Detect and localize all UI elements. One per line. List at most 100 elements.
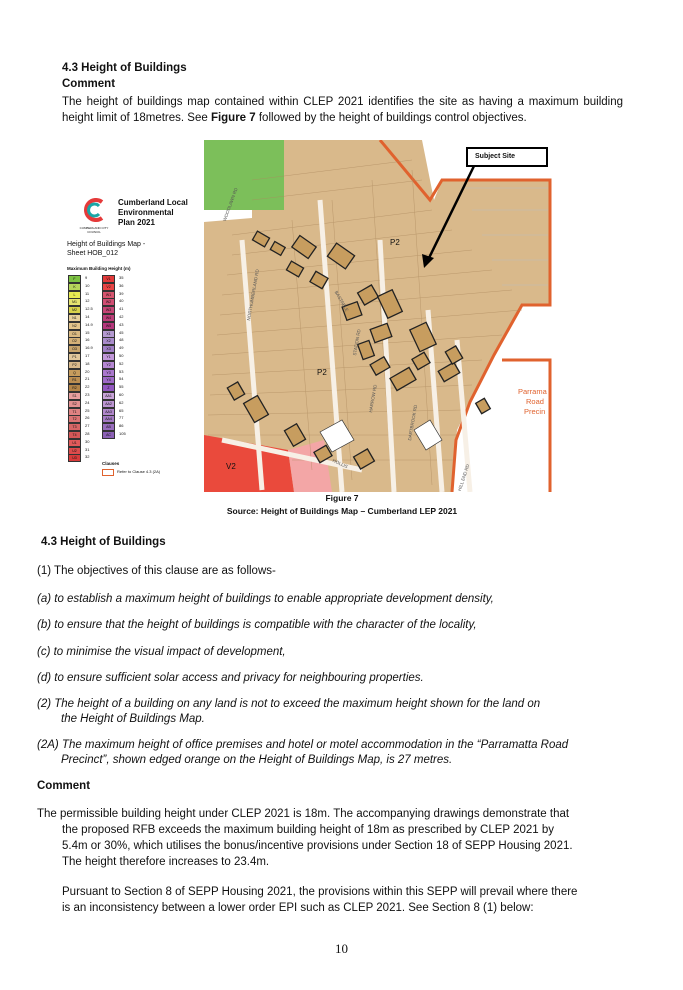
clause-swatch xyxy=(102,469,114,476)
objectives-intro: (1) The objectives of this clause are as… xyxy=(37,565,276,577)
comment-heading: Comment xyxy=(62,78,116,90)
legend-swatch: T3 xyxy=(68,423,81,432)
legend-value: 55 xyxy=(119,384,124,390)
intro-paragraph: The height of buildings map contained wi… xyxy=(62,94,623,126)
intro-text-end: followed by the height of buildings cont… xyxy=(255,112,527,124)
legend-value: 26 xyxy=(85,415,90,421)
legend-swatch: AA2 xyxy=(102,399,115,408)
council-logo xyxy=(82,198,106,226)
clause-2: (2) The height of a building on any land… xyxy=(37,698,541,725)
section-heading: 4.3 Height of Buildings xyxy=(62,62,187,74)
legend-swatch: W1 xyxy=(102,290,115,299)
map-area xyxy=(204,140,552,492)
legend-value: 32 xyxy=(85,454,90,460)
legend-value: 54 xyxy=(119,376,124,382)
legend-swatch: T4 xyxy=(68,431,81,439)
map-sheet-name: Height of Buildings Map - Sheet HOB_012 xyxy=(67,241,146,257)
legend-value: 24 xyxy=(85,399,90,405)
legend-swatch: P1 xyxy=(68,353,81,361)
clause-2a: (2A) The maximum height of office premis… xyxy=(37,739,569,766)
legend-swatch: W5 xyxy=(102,321,115,330)
legend-value: 16.9 xyxy=(85,345,93,351)
legend-swatch: O2 xyxy=(68,337,81,346)
figure-label: Figure 7 xyxy=(325,493,359,503)
legend-value: 12.5 xyxy=(85,306,93,312)
legend-value: 86 xyxy=(119,423,124,429)
legend-swatch: T1 xyxy=(68,407,81,416)
objective-c: (c) to minimise the visual impact of dev… xyxy=(37,646,286,658)
legend-value: 11 xyxy=(85,290,90,296)
clause-heading: 4.3 Height of Buildings xyxy=(41,536,166,548)
legend-swatch: AA1 xyxy=(102,392,115,400)
legend-item: T4 28 xyxy=(68,431,90,439)
legend-swatch: W2 xyxy=(102,298,115,307)
legend-swatch: Y2 xyxy=(102,360,115,369)
legend-value: 36 xyxy=(119,282,124,288)
legend-item: AA3 65 xyxy=(102,407,124,416)
figure-source: Source: Height of Buildings Map – Cumber… xyxy=(226,506,458,516)
legend-value: 27 xyxy=(85,423,90,429)
legend-value: 65 xyxy=(119,407,124,413)
legend-swatch: K xyxy=(68,282,81,291)
legend-swatch: R2 xyxy=(68,384,81,393)
legend-item: W5 43 xyxy=(102,321,124,330)
objective-b: (b) to ensure that the height of buildin… xyxy=(37,619,477,631)
legend-title: Maximum Building Height (m) xyxy=(67,266,131,271)
legend-swatch: F xyxy=(68,275,81,283)
legend-value: 48 xyxy=(119,337,124,343)
comment-section-heading: Comment xyxy=(37,780,91,792)
zone-label-p2-upper: P2 xyxy=(390,238,400,247)
legend-swatch: O1 xyxy=(68,329,81,338)
zone-label-v2: V2 xyxy=(226,462,236,471)
legend-swatch: AA3 xyxy=(102,407,115,416)
legend-value: 16 xyxy=(85,337,90,343)
legend-swatch: U3 xyxy=(68,454,81,463)
legend-value: 45 xyxy=(119,329,124,335)
legend-swatch: V1 xyxy=(102,275,115,283)
legend-swatch: Y1 xyxy=(102,353,115,361)
legend-value: 23 xyxy=(85,392,90,397)
objective-a: (a) to establish a maximum height of bui… xyxy=(37,593,494,605)
legend-value: 9 xyxy=(85,275,88,280)
legend-value: 17 xyxy=(85,353,90,358)
legend-swatch: W4 xyxy=(102,314,115,322)
legend-swatch: AA4 xyxy=(102,415,115,424)
legend-value: 28 xyxy=(85,431,90,436)
legend-swatch: V2 xyxy=(102,282,115,291)
plan-title: Cumberland Local Environmental Plan 2021 xyxy=(118,198,188,227)
legend-swatch: O3 xyxy=(68,345,81,354)
legend-swatch: W3 xyxy=(102,306,115,315)
figure-reference: Figure 7 xyxy=(210,112,256,124)
legend-value: 15 xyxy=(85,329,90,335)
legend-item: T3 27 xyxy=(68,423,90,432)
height-of-buildings-map: Subject Site P2 P2 V2 Parrama Road Preci… xyxy=(62,140,552,492)
legend-value: 31 xyxy=(85,446,90,452)
legend-swatch: X1 xyxy=(102,329,115,338)
legend-swatch: N1 xyxy=(68,314,81,322)
legend-item: O2 16 xyxy=(68,337,90,346)
legend-value: 21 xyxy=(85,376,90,382)
legend-value: 50 xyxy=(119,353,124,358)
zone-label-p2-lower: P2 xyxy=(317,368,327,377)
legend-value: 35 xyxy=(119,275,124,280)
legend-value: 20 xyxy=(85,368,90,374)
legend-value: 43 xyxy=(119,321,124,327)
legend-item: S2 24 xyxy=(68,399,90,408)
legend-item: O3 16.9 xyxy=(68,345,93,354)
legend-swatch: S2 xyxy=(68,399,81,408)
q-sites xyxy=(226,230,492,470)
legend-value: 14.9 xyxy=(85,321,93,327)
